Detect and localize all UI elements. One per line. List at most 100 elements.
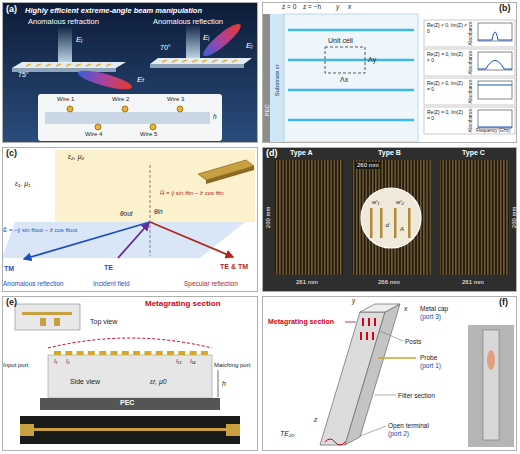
figure-label: Metagrating section [145,300,221,309]
panel-a-art-part [45,112,210,124]
panel-b-art-part-part [288,59,414,62]
panel-f-art-part-part [366,332,368,340]
panel-d-art-part [440,160,510,275]
panel-f-art-part [360,426,386,436]
panel-b-art-part-part [424,20,515,47]
figure-panel: (e) [2,296,258,451]
panel-a-art-part-part [56,64,61,66]
panel-b-art-part-part [424,49,515,76]
panel-f-art-part [483,330,499,440]
figure-label: Metagrating section [268,318,334,326]
panel-a-art-part [38,94,222,141]
panel-c-art-part [150,222,233,257]
panel-d-art-part [274,160,343,275]
panel-f-art [262,296,517,451]
panel-a-art-part [76,67,133,93]
panel-f-art-part [378,357,416,359]
panel-a-art-part-part [76,64,81,66]
panel-b-art-part [270,14,284,142]
figure-label: I₁ [54,358,57,364]
figure-label: (port 1) [420,362,441,369]
figure-label: z [314,416,317,423]
panel-d-art [262,147,517,292]
figure-label: d [386,222,389,229]
panel-letter: (b) [499,4,511,14]
figure-label: x [404,305,407,312]
panel-f-art-part [325,439,345,445]
panel-f-art-part-part [368,318,370,326]
panel-e-art-part-part [54,351,61,355]
panel-a-art-part-part [96,64,101,66]
figure-label: Absorbance [469,108,474,132]
figure-label: z = 0 [282,3,296,10]
figure-label: Posts [405,338,421,345]
panel-letter: (d) [266,149,278,159]
panel-d-art-part [262,147,517,292]
panel-e-art-part [40,398,220,410]
panel-b-art-part-part [424,78,515,105]
figure-label: Unit cell [328,37,353,45]
panel-e-art-part-part [178,351,185,355]
panel-b-art-part-part [478,32,512,40]
figure-label: Anomalous reflection [3,280,64,287]
panel-e-art-part-part [77,351,84,355]
figure-label: 261 mm [296,279,318,286]
figure-label: 260 mm [511,206,518,228]
panel-c-art [2,147,258,292]
figure-label: Absorbance [469,21,474,45]
panel-e-art-part [15,304,80,330]
panel-a-art [2,2,258,143]
panel-e-art-part-part [88,351,95,355]
panel-f-art-part-part [360,332,362,340]
figure-label: Re(Z) ≠ 0, Im(Z) = 0 [427,81,467,92]
panel-c-art-part [55,150,255,222]
panel-b-art-part-part [478,23,512,41]
panel-b-art-part-part [288,89,414,92]
panel-e-art-part [48,338,212,348]
figure-panel: (c) [2,147,258,292]
figure-label: 75° [18,71,29,79]
panel-d-art-part [361,188,421,248]
figure-label: Wire 1 [57,96,74,103]
figure-label: Probe [420,354,437,361]
panel-a-art-part-part [86,64,91,66]
panel-e-art-part [2,296,258,451]
panel-d-art-part [352,160,431,275]
figure-label: Absorbance [469,79,474,103]
figure-label: Type C [462,149,485,157]
figure-label: Type A [290,149,313,157]
figure-label: Frequency (GHz) [476,129,511,134]
panel-title: Highly efficient extreme-angle beam mani… [25,7,202,15]
panel-letter: (a) [6,5,17,15]
panel-e-art-part [34,428,226,431]
panel-e-art-part [40,318,46,326]
figure-label: Re(Z) ≠ 0, Im(Z) ≠ 0 [427,23,467,34]
figure-label: TE [104,264,113,272]
panel-e-art-part [218,370,219,397]
panel-a-art-part [67,106,183,130]
panel-b-art-part [284,14,418,142]
figure-label: θout [120,210,133,217]
panel-f-art-part-part [362,318,364,326]
figure-label: (port 3) [420,313,441,320]
figure-label: Wire 5 [140,131,157,138]
figure-label: I₁₃ [176,358,181,364]
figure-label: Λx [340,76,348,84]
panel-f-art-part-part [374,318,376,326]
panel-b-art-part-part [478,85,512,86]
figure-label: Absorbance [469,50,474,74]
panel-a-art-part [26,64,111,66]
panel-a-art-part [186,24,200,59]
panel-e-art-part [20,416,240,444]
panel-b-art-part-part [478,52,512,70]
panel-a-art-part-part [150,124,156,130]
panel-a-art-part-part [202,60,207,62]
panel-b-art-part-part [478,81,512,99]
panel-e-art-part-part [156,351,163,355]
panel-e-art-part [54,318,60,326]
panel-e-art-part-part [65,351,72,355]
panel-a-art-part-part [36,64,41,66]
figure-label: ε₁, μ₁ [15,180,30,188]
figure-label: ε₂, μ₂ [68,153,84,161]
figure-label: Re(Z) = 0, Im(Z) ≠ 0 [427,52,467,63]
